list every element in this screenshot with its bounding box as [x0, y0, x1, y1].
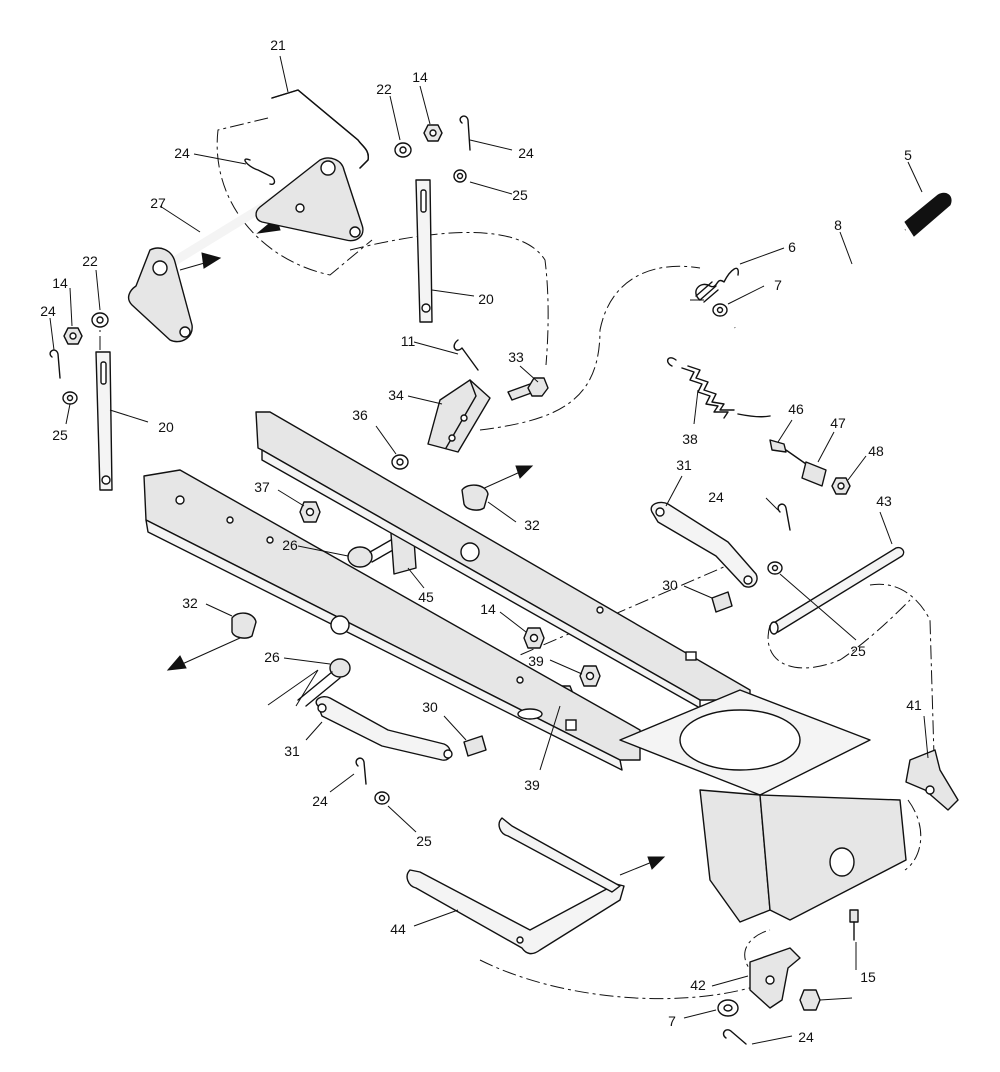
pivot-bracket [427, 339, 549, 453]
assembly-dashed-lines [99, 117, 936, 1000]
callout-39: 39 [524, 777, 540, 793]
callout-39: 39 [528, 653, 544, 669]
callout-14: 14 [52, 275, 68, 291]
callout-48: 48 [868, 443, 884, 459]
callout-44: 44 [390, 921, 406, 937]
callout-22: 22 [82, 253, 98, 269]
lift-handle [733, 192, 952, 367]
lift-shaft-assembly [127, 157, 364, 343]
callout-32: 32 [524, 517, 540, 533]
callout-15: 15 [860, 969, 876, 985]
callout-22: 22 [376, 81, 392, 97]
lift-links [95, 179, 433, 491]
callout-36: 36 [352, 407, 368, 423]
callout-25: 25 [512, 187, 528, 203]
callout-7: 7 [668, 1013, 676, 1029]
callout-46: 46 [788, 401, 804, 417]
callout-47: 47 [830, 415, 846, 431]
callout-30: 30 [422, 699, 438, 715]
callout-27: 27 [150, 195, 166, 211]
lower-hardware [355, 503, 791, 805]
callout-31: 31 [676, 457, 692, 473]
callout-34: 34 [388, 387, 404, 403]
callout-24: 24 [798, 1029, 814, 1045]
callout-30: 30 [662, 577, 678, 593]
lift-arms [315, 501, 758, 761]
callout-26: 26 [264, 649, 280, 665]
callout-25: 25 [52, 427, 68, 443]
callout-24: 24 [708, 489, 724, 505]
adjust-rod [769, 439, 851, 495]
callout-33: 33 [508, 349, 524, 365]
callout-24: 24 [174, 145, 190, 161]
callout-24: 24 [40, 303, 56, 319]
callout-24: 24 [312, 793, 328, 809]
callout-14: 14 [412, 69, 428, 85]
upper-hardware [49, 115, 471, 405]
callout-7: 7 [774, 277, 782, 293]
callout-6: 6 [788, 239, 796, 255]
callout-20: 20 [158, 419, 174, 435]
callout-38: 38 [682, 431, 698, 447]
callout-42: 42 [690, 977, 706, 993]
callout-24: 24 [518, 145, 534, 161]
callout-43: 43 [876, 493, 892, 509]
lift-link-rod [271, 89, 370, 169]
axle-rod [769, 546, 905, 635]
callout-32: 32 [182, 595, 198, 611]
leader-lines [49, 55, 929, 1045]
callout-37: 37 [254, 479, 270, 495]
callout-26: 26 [282, 537, 298, 553]
callout-25: 25 [850, 643, 866, 659]
front-bumper [406, 817, 625, 955]
callout-14: 14 [480, 601, 496, 617]
callout-45: 45 [418, 589, 434, 605]
callout-labels: 21 22 14 24 24 25 27 5 8 6 7 14 22 24 20… [40, 37, 922, 1045]
extension-spring [666, 357, 771, 419]
callout-8: 8 [834, 217, 842, 233]
main-frame [143, 411, 907, 923]
callout-5: 5 [904, 147, 912, 163]
mount-brackets [717, 749, 959, 1045]
callout-31: 31 [284, 743, 300, 759]
callout-20: 20 [478, 291, 494, 307]
callout-25: 25 [416, 833, 432, 849]
callout-11: 11 [401, 333, 416, 349]
callout-21: 21 [270, 37, 286, 53]
torsion-spring [695, 267, 739, 317]
callout-41: 41 [906, 697, 922, 713]
